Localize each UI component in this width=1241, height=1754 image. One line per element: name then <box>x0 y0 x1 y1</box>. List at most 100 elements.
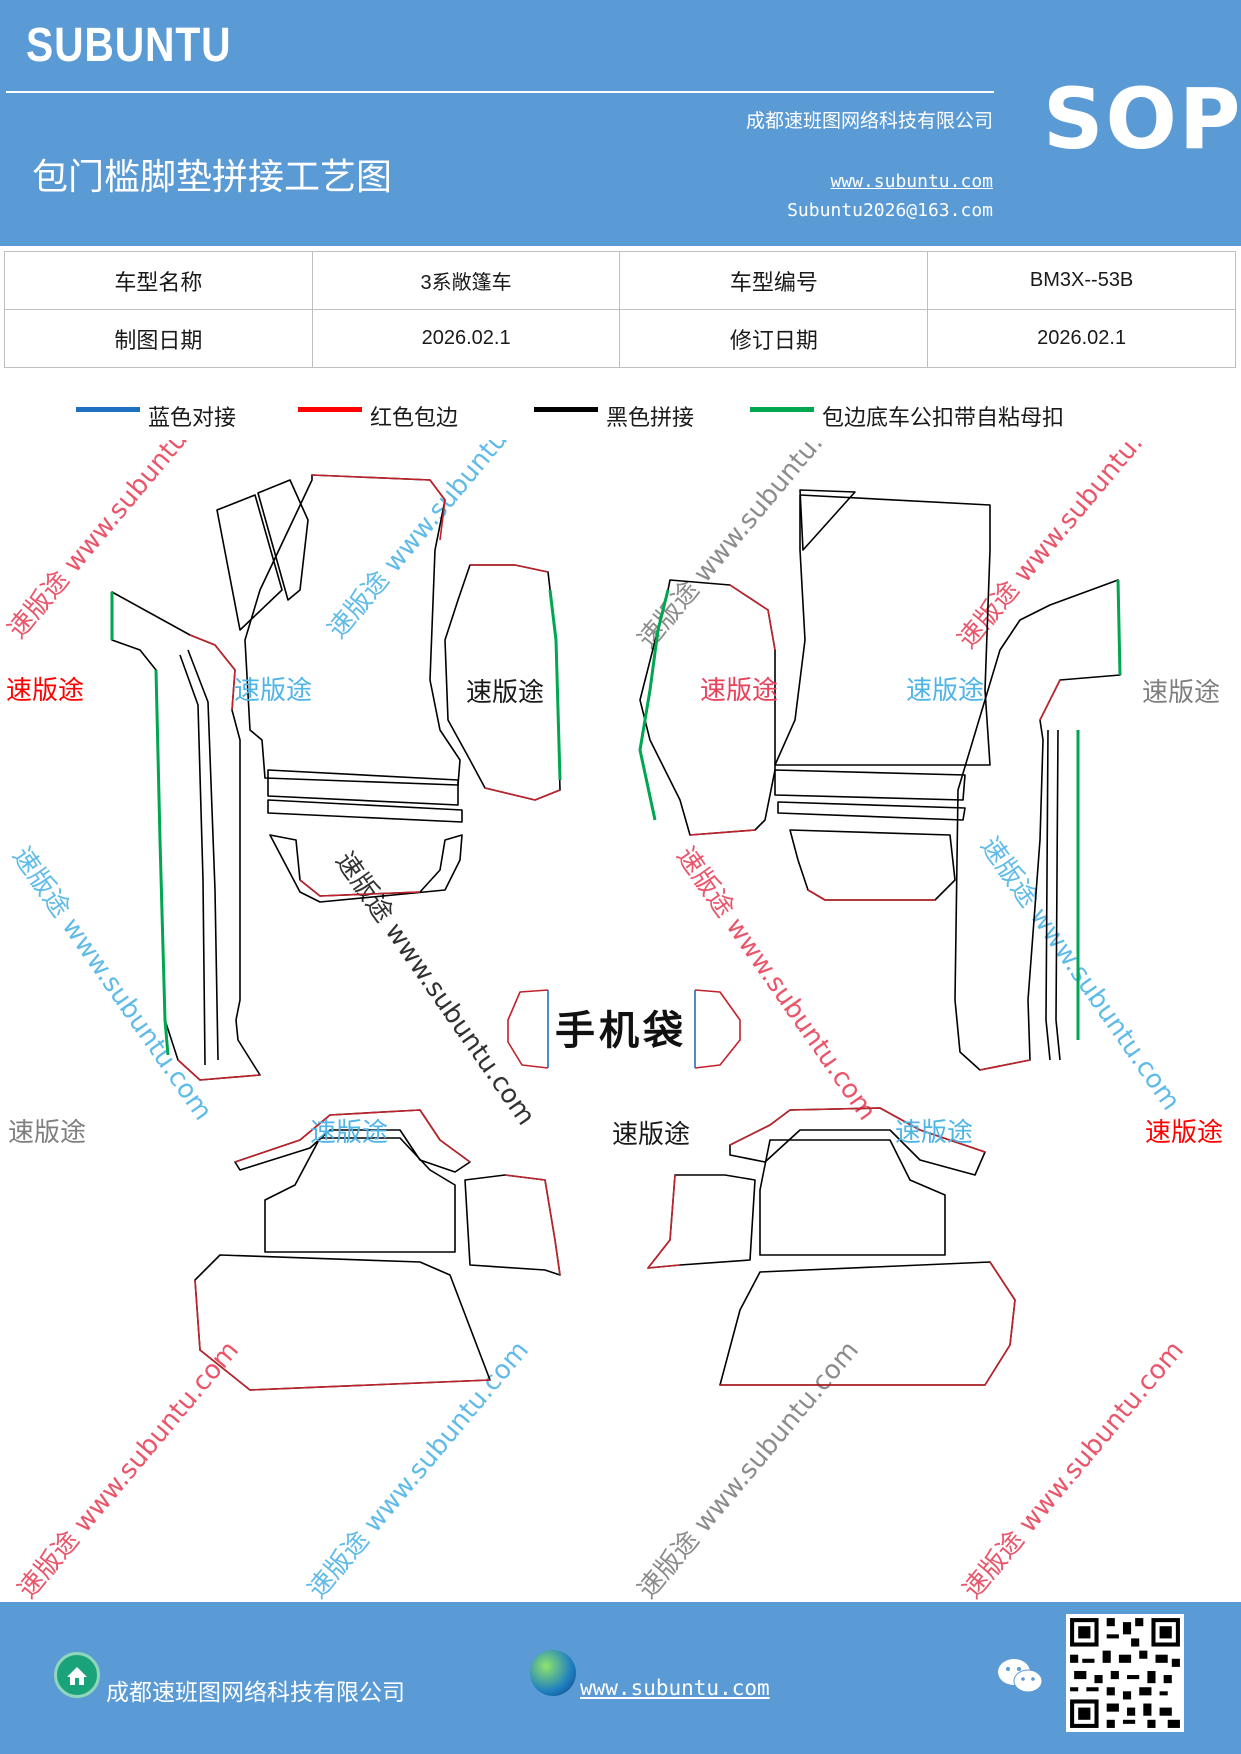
left-sill-red-edge <box>177 634 261 1081</box>
header-banner: SUBUNTU 成都速班图网络科技有限公司 SOP 包门槛脚垫拼接工艺图 www… <box>0 0 1241 246</box>
right-heel-pad <box>789 829 956 901</box>
legend-label: 蓝色对接 <box>148 406 237 431</box>
qr-code[interactable] <box>1066 1614 1184 1732</box>
legend-swatch-black <box>534 406 598 412</box>
rear-right-side-red <box>647 1174 681 1269</box>
right-side-panel-green-edge <box>638 589 670 821</box>
version-tag: 速版途 <box>6 676 85 706</box>
legend-swatch-blue <box>76 406 140 412</box>
line-legend: 蓝色对接 红色包边 黑色拼接 包边底车公扣带自粘母扣 <box>0 400 1241 440</box>
left-upper-panel-a <box>216 494 283 631</box>
draw-date-label: 制图日期 <box>4 309 313 368</box>
version-tag: 速版途 <box>234 676 313 706</box>
rear-left-bottom-red <box>194 1279 491 1391</box>
watermark-text: 速版途 www.subuntu.com <box>2 440 234 644</box>
legend-swatch-green <box>750 406 814 412</box>
right-inner-strip <box>1045 729 1061 1061</box>
left-sill-green-edge <box>110 592 170 1056</box>
right-heel-pad-red-edge <box>807 889 935 901</box>
pattern-drawing: 速版途 www.subuntu.com 速版途 www.subuntu.com … <box>2 440 1189 1600</box>
right-main-mat <box>774 494 991 766</box>
left-strip-1 <box>267 769 459 806</box>
legend-label: 包边底车公扣带自粘母扣 <box>822 406 1065 431</box>
draw-date-value: 2026.02.1 <box>311 309 621 368</box>
legend-item-black: 黑色拼接 <box>534 400 694 432</box>
globe-icon <box>530 1650 576 1696</box>
right-side-panel-red-edge <box>689 584 776 836</box>
right-sill-red-edge <box>979 679 1061 1071</box>
watermark-text: 速版途 www.subuntu.com <box>12 1336 244 1600</box>
sop-badge: SOP <box>1043 70 1241 168</box>
footer-banner: 成都速班图网络科技有限公司 www.subuntu.com <box>0 1602 1241 1754</box>
left-heel-pad-red-edge <box>299 879 421 897</box>
rear-right-top-red <box>729 1107 986 1153</box>
watermark-text: 速版途 www.subuntu.com <box>329 847 540 1131</box>
brand-logo-text: SUBUNTU <box>26 19 232 72</box>
watermark-text: 速版途 www.subuntu.com <box>670 842 881 1126</box>
table-row: 车型名称 3系敞篷车 车型编号 BM3X--53B <box>4 251 1236 310</box>
rear-left-top-red <box>234 1109 471 1163</box>
watermark-text: 速版途 www.subuntu.com <box>957 1336 1189 1600</box>
version-tag: 速版途 <box>8 1118 87 1148</box>
rear-left-seat <box>264 1137 456 1253</box>
table-row: 制图日期 2026.02.1 修订日期 2026.02.1 <box>4 309 1236 368</box>
legend-label: 红色包边 <box>370 406 459 431</box>
left-main-mat-red-edge <box>311 474 446 541</box>
version-tag: 速版途 <box>1142 678 1221 708</box>
watermark-text: 速版途 www.subuntu.com <box>322 440 554 644</box>
watermark-text: 速版途 www.subuntu.com <box>632 1336 864 1600</box>
legend-item-blue: 蓝色对接 <box>76 400 236 432</box>
page-title: 包门槛脚垫拼接工艺图 <box>32 157 393 198</box>
rear-right-side <box>647 1174 756 1269</box>
footer-company-name: 成都速班图网络科技有限公司 <box>106 1680 405 1706</box>
rear-right-bottom <box>719 1261 1016 1386</box>
phone-pocket-label: 手机袋 <box>555 1008 687 1054</box>
model-name-label: 车型名称 <box>4 251 313 310</box>
left-upper-panel-b <box>257 479 309 601</box>
version-tag: 速版途 <box>895 1118 974 1148</box>
version-tag: 速版途 <box>1145 1118 1224 1148</box>
right-sill-green-edge <box>1076 579 1122 1040</box>
model-name-value: 3系敞篷车 <box>311 251 621 310</box>
footer-website-link[interactable]: www.subuntu.com <box>580 1676 770 1700</box>
version-tag: 速版途 <box>310 1118 389 1148</box>
legend-label: 黑色拼接 <box>606 406 695 431</box>
wechat-icon <box>996 1654 1044 1698</box>
rear-left-bottom <box>194 1254 491 1391</box>
header-email[interactable]: Subuntu2026@163.com <box>787 200 993 221</box>
header-divider <box>6 91 994 93</box>
version-tag: 速版途 <box>466 678 545 708</box>
legend-swatch-red <box>298 406 362 412</box>
left-side-panel-green-edge <box>548 589 562 781</box>
rear-right-seat <box>759 1139 946 1256</box>
mat-pattern-diagram: 速版途 www.subuntu.com 速版途 www.subuntu.com … <box>0 440 1241 1600</box>
rear-left-side <box>464 1174 561 1276</box>
header-website-link[interactable]: www.subuntu.com <box>830 171 993 192</box>
rear-right-bottom-red <box>720 1261 1016 1386</box>
watermark-text: 速版途 www.subuntu.com <box>6 842 217 1126</box>
watermark-text: 速版途 www.subuntu.com <box>974 832 1185 1116</box>
version-tag: 速版途 <box>906 676 985 706</box>
left-strip-2 <box>267 799 463 823</box>
version-tag: 速版途 <box>700 676 779 706</box>
right-strip-1 <box>774 769 966 801</box>
model-code-label: 车型编号 <box>619 251 929 310</box>
legend-item-red: 红色包边 <box>298 400 458 432</box>
vehicle-info-table: 车型名称 3系敞篷车 车型编号 BM3X--53B 制图日期 2026.02.1… <box>4 251 1236 368</box>
left-inner-strip <box>179 649 219 1066</box>
version-tag: 速版途 <box>612 1120 691 1150</box>
watermark-text: 速版途 www.subuntu.com <box>302 1336 534 1600</box>
phone-pocket-right <box>694 989 741 1069</box>
home-icon <box>54 1652 100 1698</box>
phone-pocket-left <box>507 989 549 1069</box>
watermark-text: 速版途 www.subuntu.com <box>632 440 864 654</box>
left-side-panel-red-edge <box>470 564 561 801</box>
revise-date-label: 修订日期 <box>619 309 929 368</box>
revise-date-value: 2026.02.1 <box>927 309 1236 368</box>
model-code-value: BM3X--53B <box>927 251 1236 310</box>
right-upper-triangle <box>799 489 856 551</box>
rear-left-side-red <box>504 1174 561 1276</box>
header-company-name: 成都速班图网络科技有限公司 <box>745 110 993 132</box>
legend-item-green: 包边底车公扣带自粘母扣 <box>750 400 1064 432</box>
right-strip-2 <box>777 801 966 821</box>
